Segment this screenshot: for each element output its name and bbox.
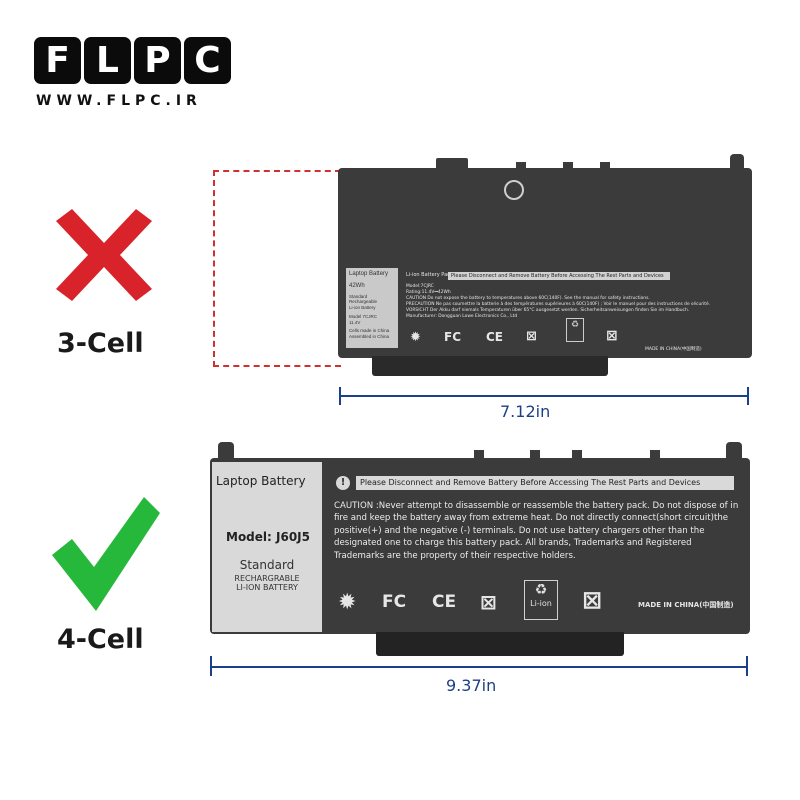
three-cell-kind-1: Standard (349, 293, 368, 299)
four-cell-dimension-line (211, 666, 747, 668)
four-cell-warning-banner: Please Disconnect and Remove Battery Bef… (356, 476, 734, 490)
fcc-icon: FC (382, 592, 407, 612)
four-cell-kind-1: Standard (239, 558, 295, 572)
three-cell-model: Model 7CJRC (349, 314, 378, 320)
ce-icon: CE (432, 592, 457, 612)
three-cell-made-in: MADE IN CHINA(中国制造) (645, 347, 702, 352)
no-fire-icon: ✹ (410, 330, 421, 345)
three-cell-detail-5: VORSICHT Der Akku darf niemals Temperatu… (406, 308, 690, 313)
three-cell-pack-label: Li-ion Battery Pack (406, 272, 453, 278)
three-cell-warning-banner: Please Disconnect and Remove Battery Bef… (448, 272, 670, 280)
three-cell-detail-2: Rating:11.4V⎓42Wh (406, 290, 451, 295)
logo: F L P C (34, 37, 231, 84)
three-cell-label-title: Laptop Battery (349, 271, 389, 277)
four-cell-battery: Laptop Battery Model: J60J5 Standard REC… (210, 442, 750, 656)
three-cell-detail-1: Model:7CJRC (406, 284, 434, 289)
ce-icon: CE (486, 330, 504, 344)
three-cell-detail-6: Manufacturer: Dongguan Lowe Electronics … (406, 314, 518, 319)
four-cell-made-in: MADE IN CHINA(中国制造) (638, 601, 734, 609)
cross-icon (56, 209, 152, 301)
four-cell-model: Model: J60J5 (226, 530, 310, 544)
warning-icon: ! (336, 476, 350, 490)
three-cell-dimension-line (340, 395, 748, 397)
recycle-icon: ♻ (534, 582, 548, 598)
four-cell-dimension: 9.37in (446, 676, 497, 695)
logo-letter-p: P (134, 37, 181, 84)
recycle-li-ion-badge: ♻ Li-ion (524, 580, 558, 620)
three-cell-detail-3: CAUTION Do not expose the battery to tem… (406, 296, 650, 301)
ul-mark-icon: ⊠ (480, 590, 497, 614)
dimension-tick-left (210, 656, 212, 676)
li-ion-text: Li-ion (530, 599, 552, 608)
logo-letter-c: C (184, 37, 231, 84)
ul-mark-icon: ⊠ (526, 329, 537, 344)
four-cell-caution: CAUTION :Never attempt to disassemble or… (334, 501, 739, 561)
recycle-icon: ♻ (566, 318, 584, 342)
no-fire-icon: ✹ (338, 590, 357, 615)
three-cell-kind-3: Li-ion Battery (349, 305, 376, 311)
weee-bin-icon: ⊠ (582, 586, 603, 614)
logo-letter-f: F (34, 37, 81, 84)
three-cell-capacity: 42Wh (349, 282, 365, 289)
four-cell-kind-2: RECHARGRABLE (234, 574, 300, 583)
four-cell-label: 4-Cell (57, 624, 144, 655)
dimension-tick-right (746, 656, 748, 676)
three-cell-dimension: 7.12in (500, 402, 551, 421)
four-cell-kind-3: LI-ION BATTERY (236, 583, 298, 592)
weee-bin-icon: ⊠ (606, 328, 618, 344)
checkmark-icon (52, 497, 160, 611)
dimension-tick-right (747, 387, 749, 405)
four-cell-label-title: Laptop Battery (216, 474, 306, 488)
three-cell-battery: Laptop Battery 42Wh Standard Rechargeabl… (338, 154, 752, 376)
three-cell-voltage: 11.4V (349, 319, 361, 325)
logo-url: WWW.FLPC.IR (36, 93, 202, 109)
missing-length-outline (213, 170, 341, 367)
logo-letter-l: L (84, 37, 131, 84)
three-cell-kind-2: Rechargeable (349, 299, 378, 305)
three-cell-origin-2: Assembled in China (349, 333, 390, 339)
three-cell-origin-1: Cells made in China (349, 327, 390, 333)
three-cell-label: 3-Cell (57, 328, 144, 359)
fcc-icon: FC (444, 330, 462, 344)
dimension-tick-left (339, 387, 341, 405)
three-cell-detail-4: PRECAUTION Ne pas soumettre la batterie … (406, 302, 711, 307)
